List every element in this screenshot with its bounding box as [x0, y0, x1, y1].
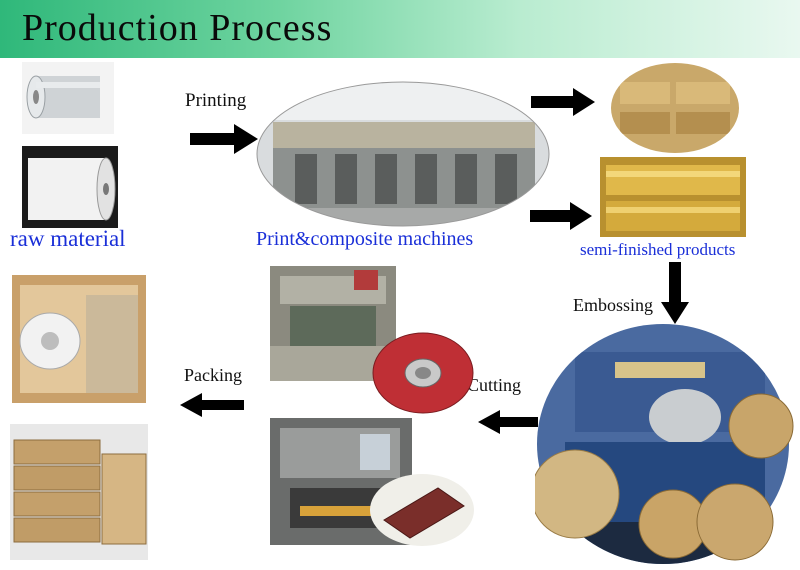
gold-foil-rolls-photo	[600, 157, 746, 237]
embossing-machine-photo	[535, 324, 794, 564]
printing-arrow	[190, 124, 258, 154]
printing-machine-photo	[256, 81, 550, 227]
embossed-rolls-photo	[611, 63, 739, 153]
header-banner	[0, 0, 800, 58]
paper-roll-photo	[22, 146, 118, 228]
raw-material-caption: raw material	[10, 226, 126, 251]
cutting-arrow	[478, 410, 538, 434]
embossing-label: Embossing	[573, 295, 654, 315]
machines-caption: Print&composite machines	[256, 228, 474, 250]
packed-box-photo	[12, 275, 146, 403]
red-roll-photo	[372, 332, 474, 414]
stacked-cartons-photo	[10, 424, 148, 560]
packing-label: Packing	[184, 365, 242, 385]
printing-label: Printing	[185, 90, 247, 111]
cut-foil-sheet-photo	[370, 474, 474, 546]
cutting-label: Cutting	[467, 375, 522, 395]
semi-finished-caption: semi-finished products	[580, 240, 736, 259]
page-title: Production Process	[22, 7, 333, 49]
cutting-machine-photo	[270, 418, 412, 545]
to-semi-finished-arrow-bottom	[530, 202, 592, 230]
packing-arrow	[180, 393, 244, 417]
embossing-arrow	[661, 262, 689, 324]
aluminum-roll-photo	[22, 62, 114, 134]
to-semi-finished-arrow-top	[531, 88, 595, 116]
